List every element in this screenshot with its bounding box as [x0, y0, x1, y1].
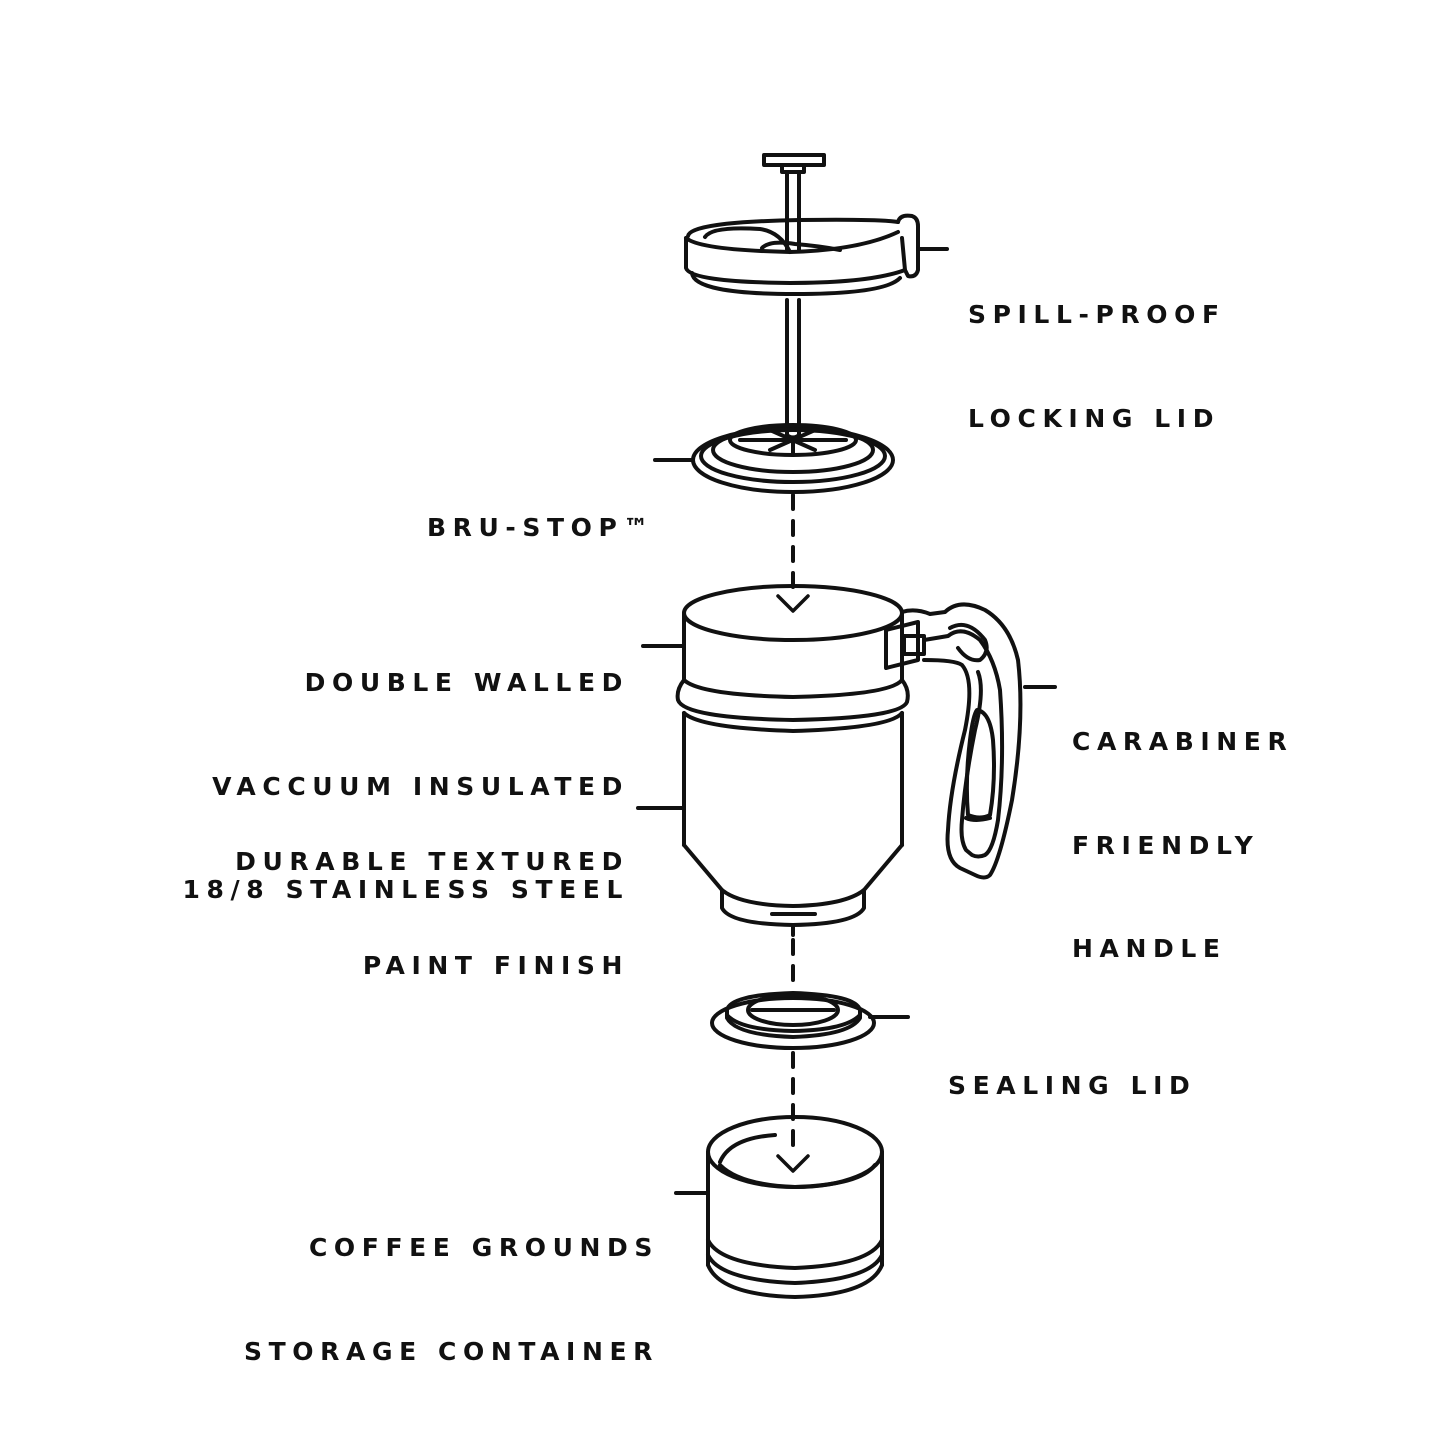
label-line: FRIENDLY — [1072, 830, 1260, 860]
label-storage-container: COFFEE GROUNDS STORAGE CONTAINER — [244, 1162, 659, 1438]
label-line: COFFEE GROUNDS — [308, 1233, 659, 1262]
sealing-lid-icon — [710, 991, 910, 1050]
label-double-walled: DOUBLE WALLED VACCUUM INSULATED 18/8 STA… — [183, 597, 629, 977]
label-spill-proof-lid: SPILL-PROOF LOCKING LID — [968, 229, 1226, 505]
locking-lid-icon — [684, 213, 949, 296]
plunger-icon — [762, 153, 826, 440]
assembly-guide-dashes-3 — [776, 1051, 810, 1173]
label-line: BRU-STOP™ — [426, 513, 655, 542]
label-line: HANDLE — [1072, 934, 1227, 963]
label-line: PAINT FINISH — [362, 950, 629, 980]
label-line: STORAGE CONTAINER — [244, 1336, 659, 1366]
label-durable-finish: DURABLE TEXTURED PAINT FINISH — [235, 776, 629, 1052]
carabiner-handle-icon — [884, 602, 1057, 880]
label-line: VACCUUM INSULATED — [212, 771, 629, 801]
label-line: 18/8 STAINLESS STEEL — [182, 875, 629, 904]
label-line: SEALING LID — [948, 1071, 1197, 1100]
label-carabiner-handle: CARABINER FRIENDLY HANDLE — [1072, 656, 1293, 1036]
mug-body-icon — [675, 584, 910, 937]
assembly-guide-dashes — [776, 493, 810, 613]
label-bru-stop: BRU-STOP™ — [427, 442, 655, 615]
label-line: DOUBLE WALLED — [304, 668, 629, 697]
bru-stop-filter-icon — [653, 423, 895, 494]
label-sealing-lid: SEALING LID — [948, 1000, 1196, 1173]
label-line: DURABLE TEXTURED — [235, 847, 629, 876]
label-line: CARABINER — [1072, 727, 1294, 756]
storage-container-icon — [674, 1115, 884, 1299]
label-line: SPILL-PROOF — [968, 300, 1226, 329]
label-line: LOCKING LID — [968, 403, 1221, 433]
